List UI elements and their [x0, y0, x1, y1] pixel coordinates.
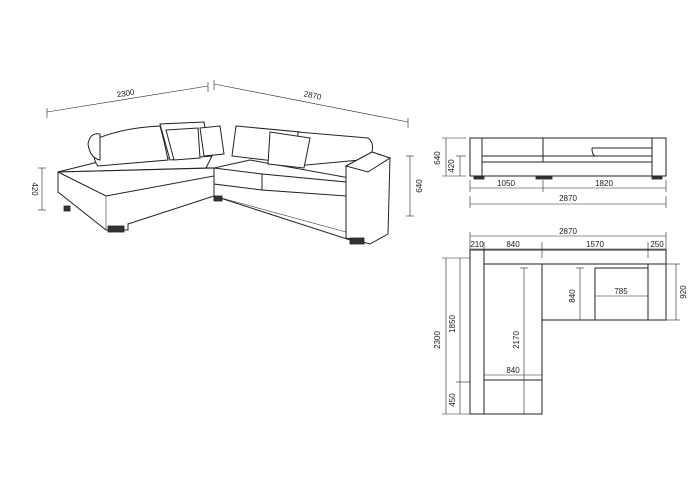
- dim-perspective-right-length: 2870: [213, 80, 409, 128]
- label-1050-front: 1050: [497, 179, 515, 188]
- dim-perspective-left-length: 2300: [46, 82, 209, 118]
- label-1850-top: 1850: [448, 315, 457, 333]
- dim-top-total-depth: 2300: [433, 257, 470, 415]
- dim-top-seat-inner-width: 785: [594, 287, 649, 300]
- dim-front-total: 2870: [469, 194, 667, 208]
- label-2300-perspective: 2300: [116, 88, 136, 100]
- dim-top-chaise-width: 840: [483, 366, 543, 379]
- label-450-top: 450: [448, 393, 457, 407]
- label-250-top: 250: [650, 240, 664, 249]
- label-640-front: 640: [433, 151, 442, 165]
- dim-top-seat-depth: 840: [568, 267, 584, 321]
- label-840-top: 840: [506, 240, 520, 249]
- label-2870-perspective: 2870: [303, 89, 323, 101]
- top-view: 2870 210 840 1570 250 2300 1850 450: [433, 227, 688, 415]
- dim-top-inner-length: 2170: [512, 267, 528, 415]
- front-view: 640 420 1050 1820 2870: [433, 137, 667, 208]
- label-2300-top: 2300: [433, 331, 442, 349]
- label-2870-front: 2870: [559, 194, 577, 203]
- label-210-top: 210: [470, 240, 484, 249]
- label-840-seat-depth: 840: [568, 289, 577, 303]
- dim-top-chaise-length: 1850: [448, 258, 470, 383]
- label-640-perspective: 640: [415, 179, 424, 193]
- dim-perspective-back-height: 640: [406, 155, 424, 217]
- label-1820-front: 1820: [595, 179, 613, 188]
- dim-front-height: 640: [433, 137, 466, 177]
- label-785-top: 785: [614, 287, 628, 296]
- dim-top-footrest: 450: [448, 382, 461, 414]
- dim-top-right-depth: 920: [666, 263, 688, 321]
- label-840-chaise: 840: [506, 366, 520, 375]
- dim-front-parts: 1050 1820: [469, 179, 667, 192]
- label-1570-top: 1570: [586, 240, 604, 249]
- label-2870-top: 2870: [559, 227, 577, 236]
- dim-front-seat-height: 420: [447, 155, 466, 176]
- dim-perspective-seat-height: 420: [30, 167, 46, 211]
- perspective-sofa: 2300 2870 420 640: [30, 80, 424, 245]
- label-420-perspective: 420: [30, 182, 39, 196]
- dim-top-total-width: 2870: [469, 227, 667, 250]
- label-2170-top: 2170: [512, 331, 521, 349]
- dim-top-segments: 210 840 1570 250: [470, 240, 666, 258]
- label-420-front: 420: [447, 159, 456, 173]
- label-920-top: 920: [679, 285, 688, 299]
